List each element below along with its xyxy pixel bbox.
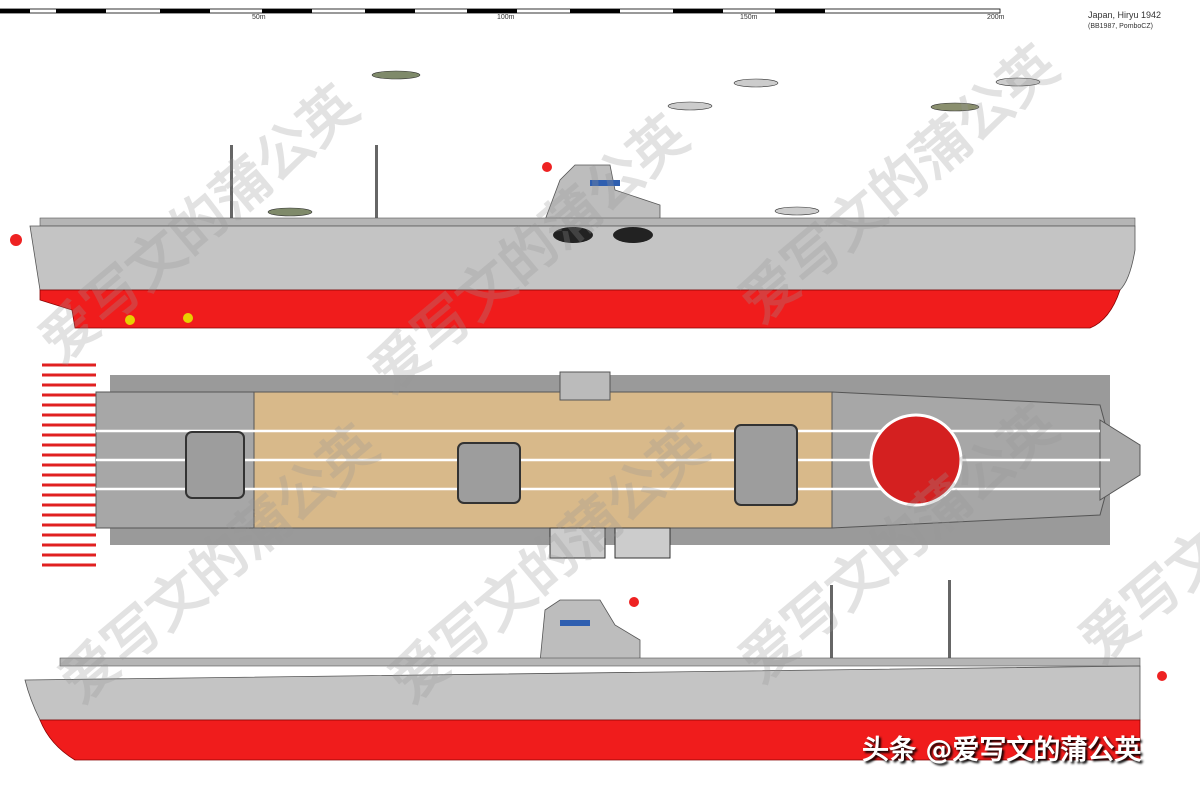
scale-bar: [0, 8, 1001, 14]
scale-label-50m: 50m: [252, 14, 266, 21]
scale-label-200m: 200m: [987, 14, 1005, 21]
scale-label-100m: 100m: [497, 14, 515, 21]
drawing-credit: (BB1987, PomboCZ): [1088, 23, 1153, 30]
side-view-port: [24, 580, 1167, 761]
aircraft: [267, 70, 1041, 217]
plan-view-flight-deck: [42, 360, 1141, 570]
drawing-title: Japan, Hiryu 1942: [1088, 10, 1162, 20]
toutiao-badge: 头条 @爱写文的蒲公英: [862, 735, 1142, 766]
side-view-starboard: [10, 145, 1136, 329]
scale-label-150m: 150m: [740, 14, 758, 21]
